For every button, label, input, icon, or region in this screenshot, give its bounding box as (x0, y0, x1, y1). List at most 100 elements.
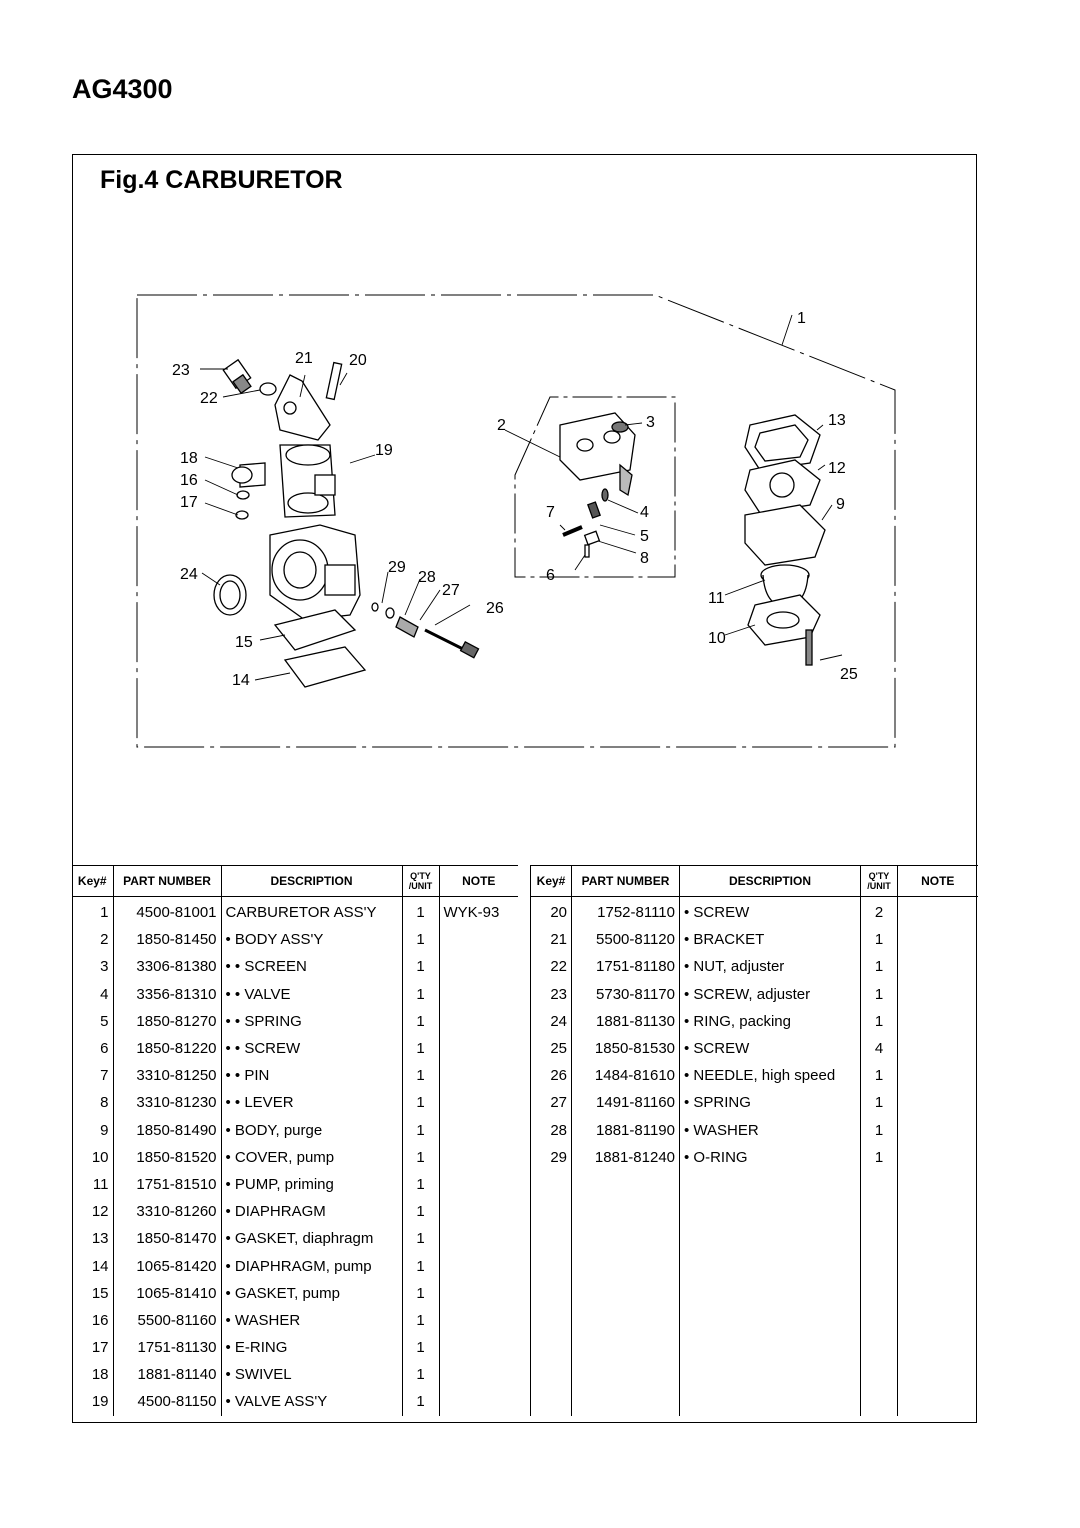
header-part-number: PART NUMBER (571, 865, 680, 897)
cell-part-number: 1752-81110 (571, 896, 680, 927)
callout-27: 27 (442, 582, 460, 599)
cell-key: 17 (91, 1339, 109, 1357)
cell-part-number (571, 1306, 680, 1334)
cell-qty: 1 (401, 1007, 439, 1035)
cell-key: 25 (530, 1034, 572, 1063)
callout-19: 19 (375, 442, 393, 459)
callout-25: 25 (840, 666, 858, 683)
cell-note (438, 1143, 518, 1171)
cell-note (438, 1062, 518, 1090)
cell-qty: 1 (860, 1062, 898, 1090)
cell-part-number: 4500-81001 (112, 896, 221, 927)
cell-description: • • SCREW (220, 1034, 402, 1063)
cell-note (897, 1334, 978, 1362)
cell-key: 3 (100, 958, 109, 976)
callout-12: 12 (828, 460, 846, 477)
cell-key: 8 (100, 1094, 109, 1112)
cell-part-number: 4500-81150 (112, 1388, 221, 1416)
cell-note (897, 926, 978, 954)
header-qty-top: Q'TY (868, 871, 890, 881)
cell-key: 24 (530, 1007, 572, 1035)
cell-description: • SWIVEL (220, 1361, 402, 1389)
cell-qty: 1 (401, 1252, 439, 1280)
cell-description: • RING, packing (679, 1007, 861, 1035)
cell-qty: 1 (860, 1116, 898, 1144)
cell-key: 12 (91, 1203, 109, 1221)
parts-table-left: Key# PART NUMBER DESCRIPTION Q'TY/UNIT N… (72, 865, 518, 1416)
callout-10: 10 (708, 630, 726, 647)
cell-part-number: 3356-81310 (112, 980, 221, 1008)
carburetor-body-drawing (213, 358, 480, 688)
cell-part-number: 1850-81220 (112, 1034, 221, 1063)
cell-description: • • SCREEN (220, 953, 402, 981)
cell-qty: 1 (401, 896, 439, 927)
cell-part-number: 1751-81130 (112, 1334, 221, 1362)
cell-note (897, 1279, 978, 1307)
cell-qty (860, 1388, 898, 1416)
header-note: NOTE (897, 865, 978, 897)
cell-key: 18 (91, 1366, 109, 1384)
cell-note (438, 1198, 518, 1226)
exploded-parts-diagram: 23 22 21 20 18 16 17 19 24 29 28 27 26 1… (136, 294, 896, 748)
cell-part-number: 1850-81530 (571, 1034, 680, 1063)
table-row (530, 1334, 978, 1362)
cell-key: 20 (530, 896, 572, 927)
cell-note (438, 1252, 518, 1280)
cell-note (897, 953, 978, 981)
callout-23: 23 (172, 362, 190, 379)
cell-note (438, 1170, 518, 1199)
cell-key: 9 (100, 1121, 109, 1139)
cell-key: 28 (530, 1116, 572, 1144)
callout-5: 5 (640, 528, 649, 545)
callout-2: 2 (497, 417, 506, 434)
cell-description: • GASKET, diaphragm (220, 1225, 402, 1253)
cell-key: 1 (100, 904, 109, 922)
callout-13: 13 (828, 412, 846, 429)
cell-key (530, 1225, 572, 1253)
cell-part-number: 1881-81190 (571, 1116, 680, 1144)
body-assy-drawing (559, 412, 636, 558)
cell-description: • BRACKET (679, 926, 861, 954)
cell-description (679, 1334, 861, 1362)
cell-part-number: 1850-81470 (112, 1225, 221, 1253)
cell-key: 4 (100, 985, 109, 1003)
callout-1: 1 (797, 310, 806, 327)
cell-note (897, 1116, 978, 1144)
callout-14: 14 (232, 672, 250, 689)
table-row (530, 1388, 978, 1416)
cell-description (679, 1198, 861, 1226)
cell-note (897, 1170, 978, 1199)
callout-4: 4 (640, 504, 649, 521)
cell-key: 13 (91, 1230, 109, 1248)
table-row (530, 1170, 978, 1199)
cell-note (897, 1198, 978, 1226)
cell-qty: 1 (401, 1034, 439, 1063)
cell-part-number: 3306-81380 (112, 953, 221, 981)
callout-20: 20 (349, 352, 367, 369)
cell-description: • • VALVE (220, 980, 402, 1008)
cell-description: • VALVE ASS'Y (220, 1388, 402, 1416)
cell-note (438, 1116, 518, 1144)
cell-qty: 1 (401, 1089, 439, 1117)
cell-qty: 1 (401, 1388, 439, 1416)
callout-11: 11 (708, 590, 725, 607)
cell-qty: 1 (860, 980, 898, 1008)
cell-description: • WASHER (679, 1116, 861, 1144)
cell-key: 2 (100, 931, 109, 949)
cell-key: 22 (530, 953, 572, 981)
cell-key: 19 (91, 1393, 109, 1411)
cell-part-number (571, 1279, 680, 1307)
cell-note (897, 1143, 978, 1171)
diagram-boundary (136, 294, 896, 748)
